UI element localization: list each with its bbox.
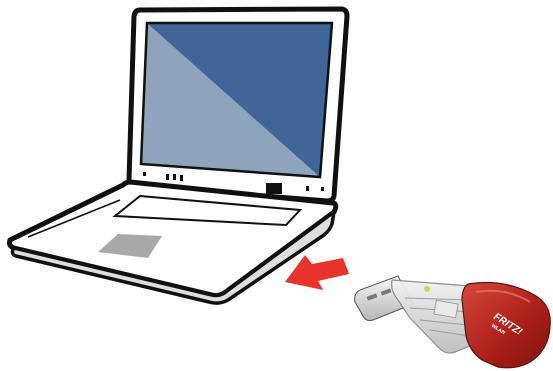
insert-arrow-icon (285, 255, 349, 290)
laptop (10, 9, 348, 303)
hinge-latch (266, 183, 282, 194)
laptop-screen (141, 23, 332, 177)
usb-wlan-stick: FRITZ! WLAN (355, 276, 551, 368)
led-indicator (424, 286, 430, 292)
